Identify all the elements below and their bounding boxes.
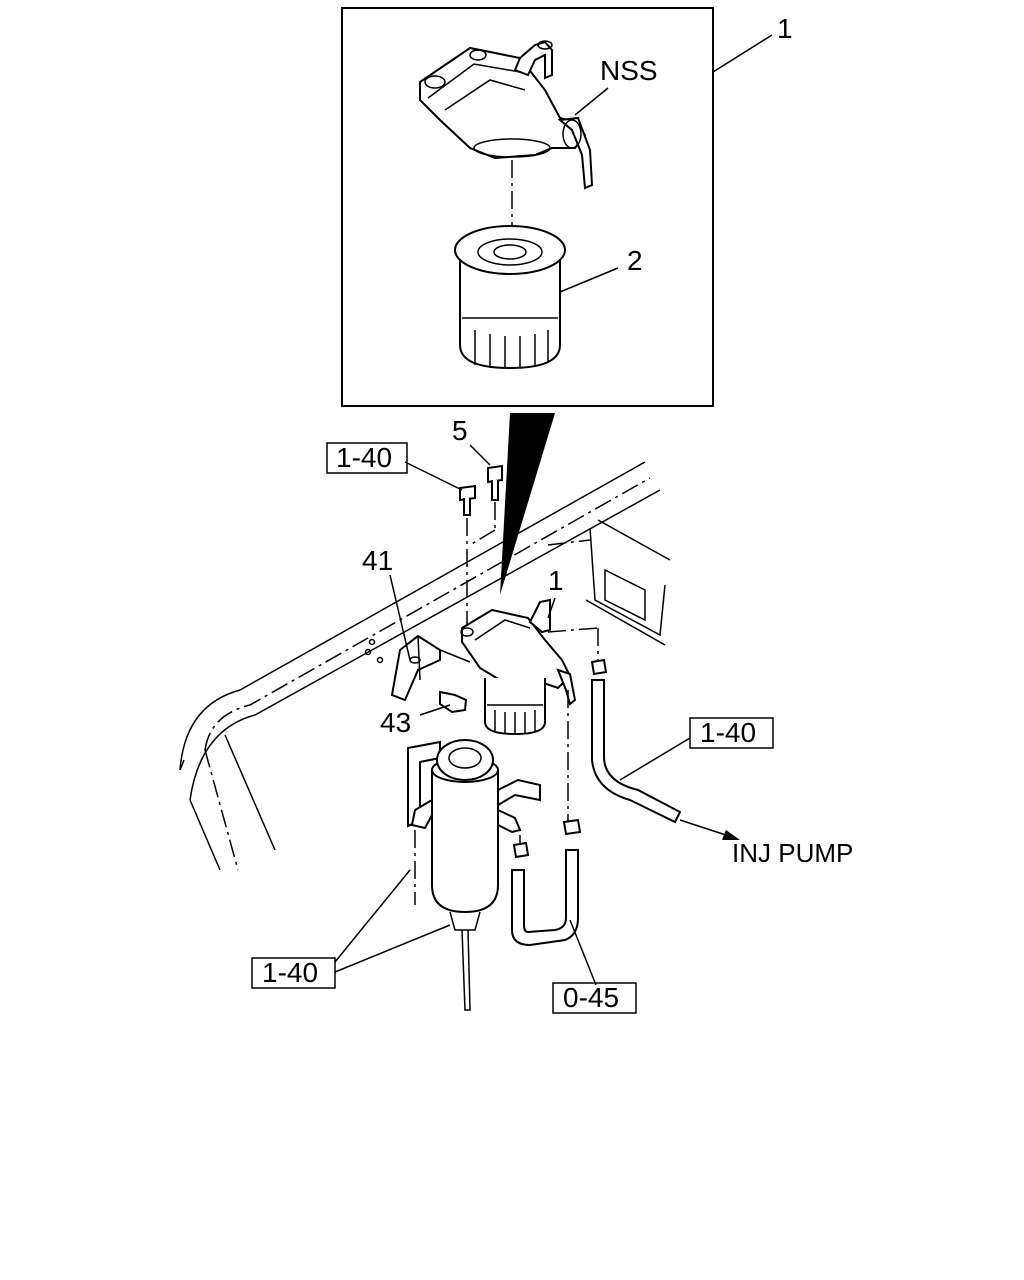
- callout-2: 2: [627, 245, 643, 276]
- callout-ref-bottom: 0-45: [563, 982, 619, 1013]
- leader-1-40-bottom-a: [334, 869, 411, 963]
- callout-41: 41: [362, 545, 393, 576]
- callout-inj-pump: INJ PUMP: [732, 838, 853, 868]
- leader-1-40-right: [619, 737, 691, 781]
- bolt-43: [439, 690, 468, 714]
- leader-nss: [574, 87, 609, 116]
- hose-to-inj-pump: [590, 658, 682, 824]
- callout-ref-bottom-left: 1-40: [262, 957, 318, 988]
- leader-1-mounted: [547, 597, 556, 619]
- filter-head-detail: [419, 40, 594, 190]
- leader-41: [389, 574, 411, 661]
- callout-ref-right: 1-40: [700, 717, 756, 748]
- bolt-5: [487, 464, 503, 501]
- filter-assembly-mounted: [460, 598, 577, 736]
- filter-element-detail: [454, 225, 566, 370]
- detail-inset-frame: [341, 7, 714, 407]
- callout-1-top: 1: [777, 13, 793, 44]
- callout-ref-top-left: 1-40: [336, 442, 392, 473]
- ref-box-bottom: [552, 982, 637, 1014]
- callout-5: 5: [452, 415, 468, 446]
- leader-43: [419, 704, 451, 716]
- bracket-41: [390, 634, 471, 702]
- leader-5: [469, 444, 491, 466]
- water-separator: [407, 739, 541, 1011]
- leader-1-40-top: [404, 461, 463, 491]
- hose-0-45: [511, 818, 582, 947]
- leader-1-40-bottom-b: [334, 924, 451, 973]
- leader-1-top: [712, 34, 773, 73]
- chassis-frame: [179, 461, 671, 871]
- detail-pointer: [500, 413, 555, 595]
- leader-0-45: [569, 919, 597, 986]
- ref-box-bottom-left: [251, 957, 336, 989]
- ref-box-top-left: [326, 442, 408, 474]
- leader-2: [559, 267, 619, 293]
- bolt-1-40: [459, 484, 476, 516]
- callout-1-mounted: 1: [548, 565, 564, 596]
- callout-nss: NSS: [600, 55, 658, 86]
- callout-43: 43: [380, 707, 411, 738]
- ref-box-right: [689, 717, 774, 749]
